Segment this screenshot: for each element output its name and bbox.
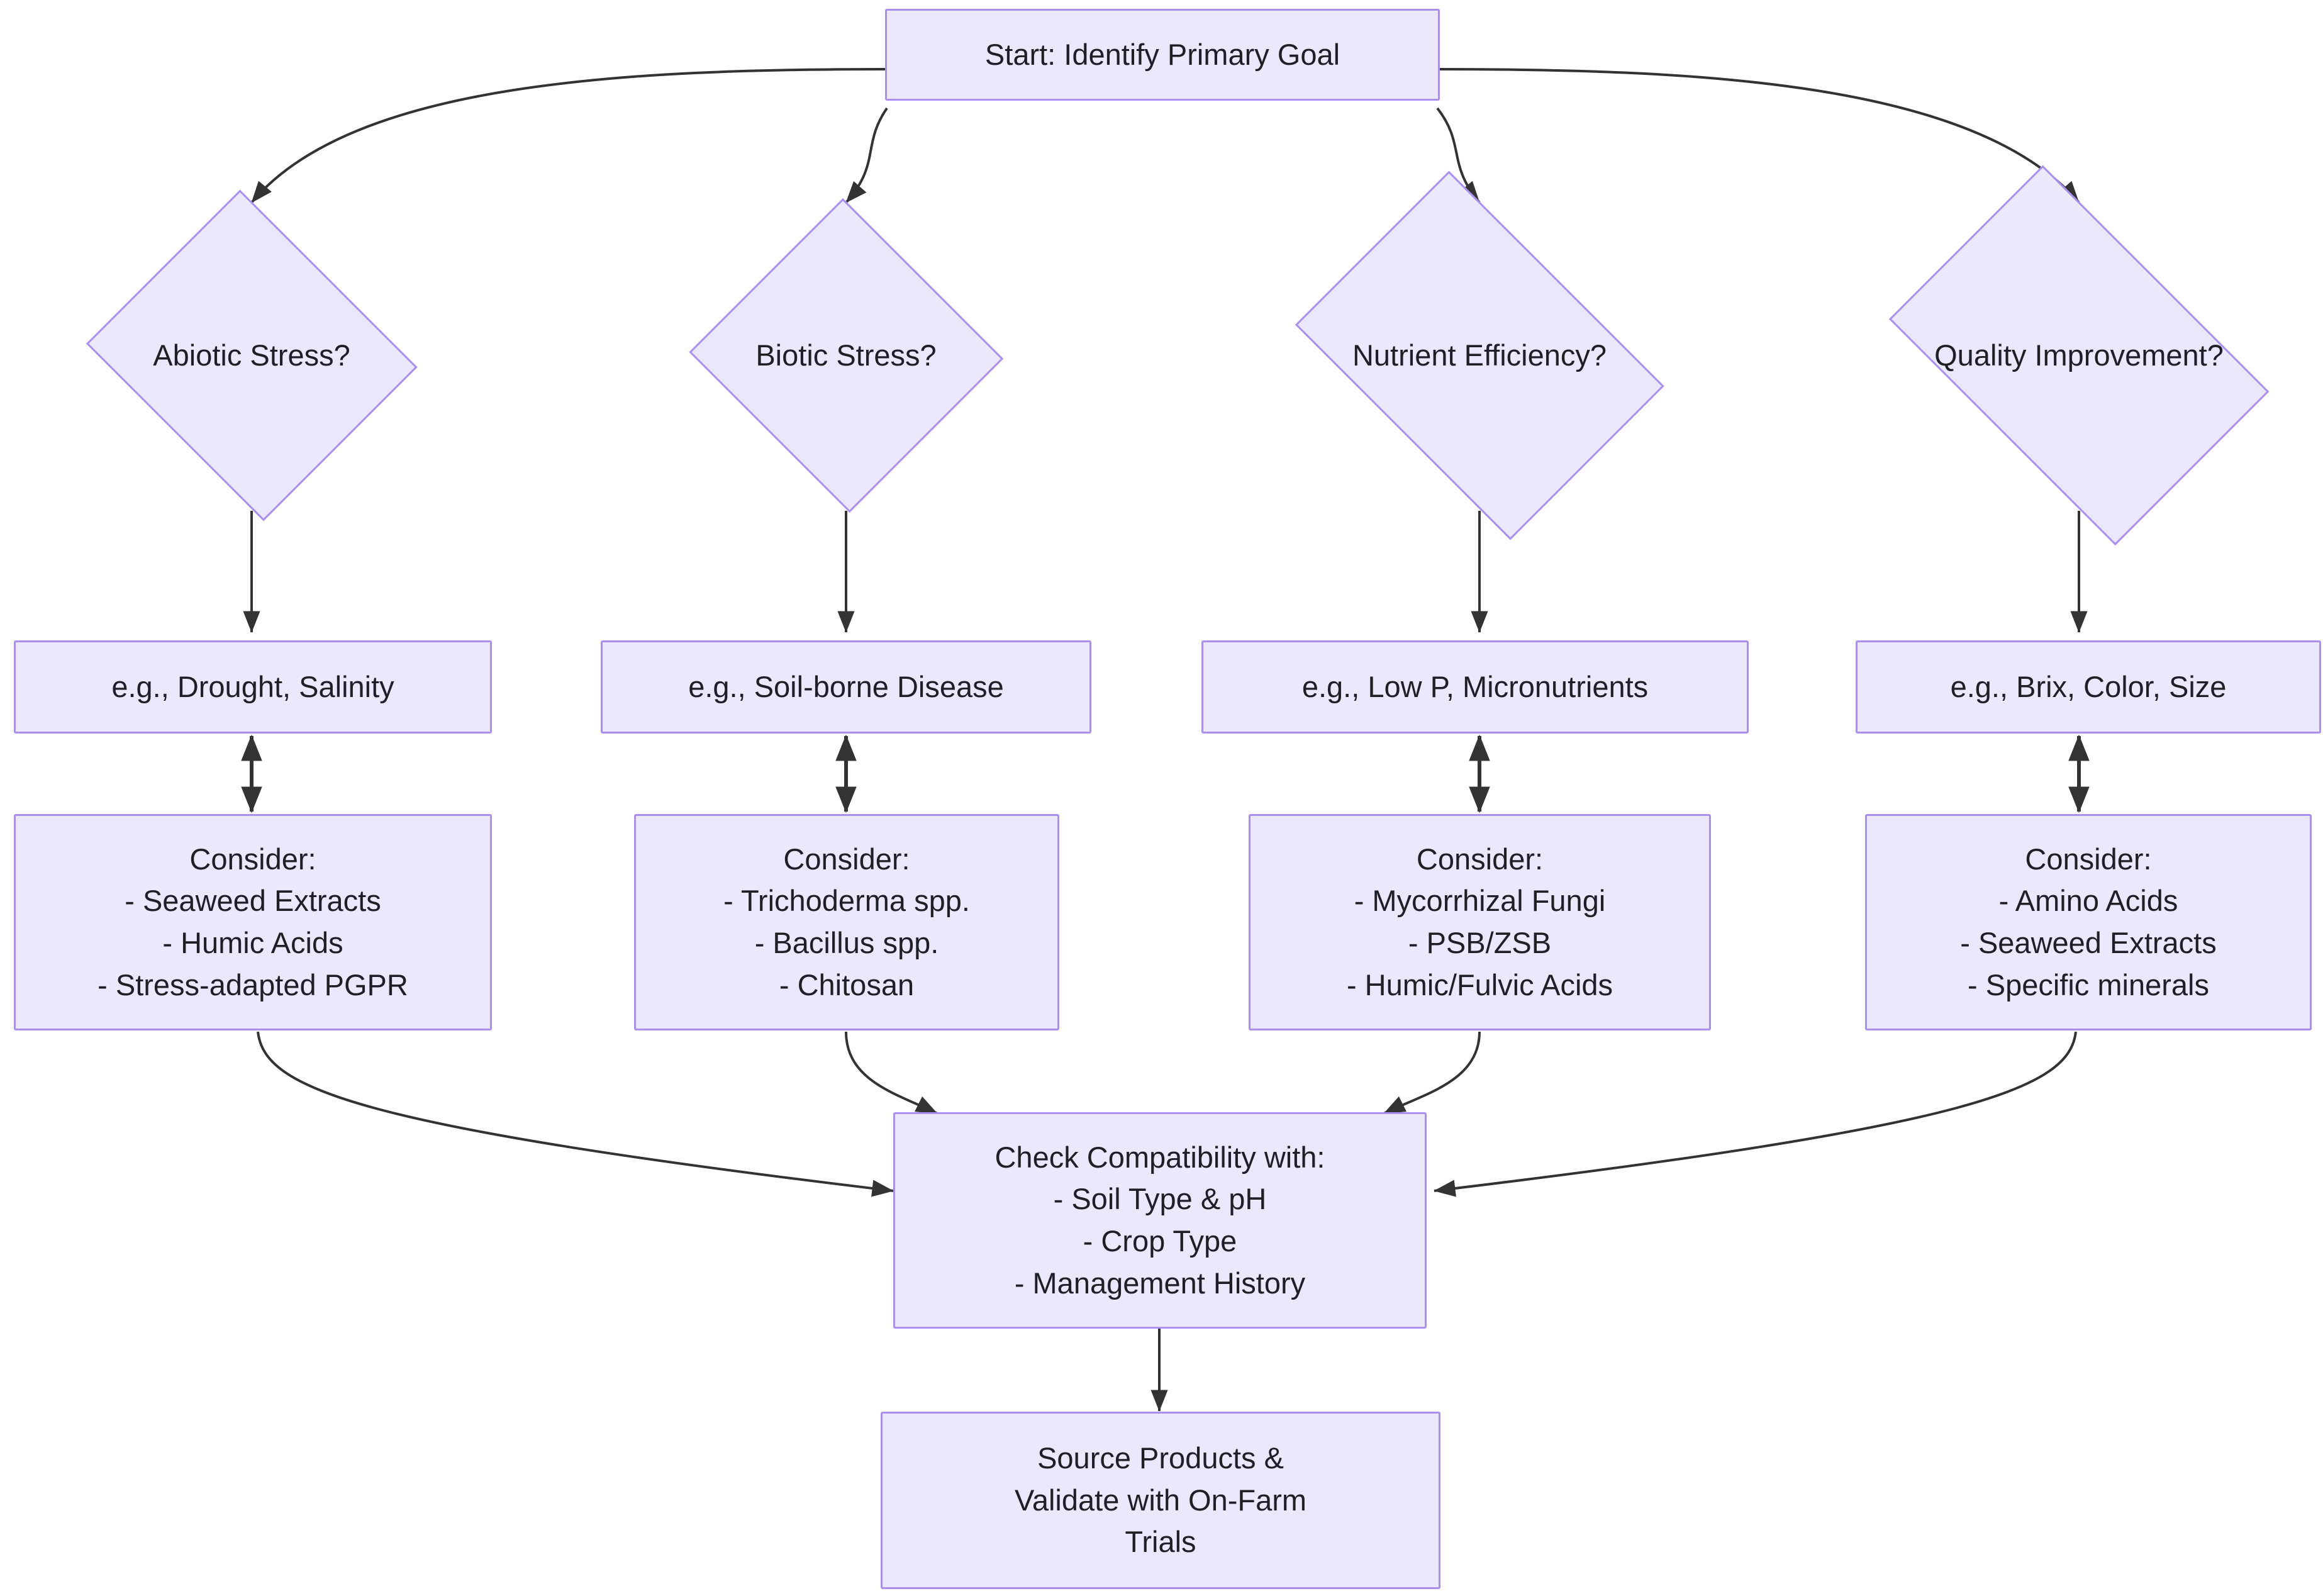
- node-source-validate[interactable]: Source Products & Validate with On-Farm …: [881, 1412, 1440, 1589]
- node-decision-abiotic[interactable]: Abiotic Stress?: [74, 189, 429, 522]
- node-decision-biotic-label: Biotic Stress?: [755, 338, 937, 372]
- edge-con-nutrient-compat: [1383, 1031, 1481, 1115]
- edge-con-quality-compat: [1434, 1031, 2077, 1197]
- node-decision-quality-label: Quality Improvement?: [1934, 338, 2224, 372]
- edge-con-biotic-compat: [845, 1031, 938, 1115]
- node-example-abiotic[interactable]: e.g., Drought, Salinity: [14, 640, 492, 734]
- node-source-validate-label: Source Products & Validate with On-Farm …: [1014, 1441, 1307, 1559]
- node-consider-abiotic[interactable]: Consider: - Seaweed Extracts - Humic Aci…: [14, 814, 492, 1030]
- node-consider-nutrient[interactable]: Consider: - Mycorrhizal Fungi - PSB/ZSB …: [1249, 814, 1711, 1030]
- node-example-abiotic-label: e.g., Drought, Salinity: [111, 669, 394, 703]
- node-decision-biotic[interactable]: Biotic Stress?: [686, 198, 1006, 513]
- node-example-quality-label: e.g., Brix, Color, Size: [1950, 669, 2227, 703]
- node-consider-nutrient-label: Consider: - Mycorrhizal Fungi - PSB/ZSB …: [1346, 842, 1613, 1002]
- edge-start-quality: [1437, 68, 2080, 204]
- node-check-compatibility-label: Check Compatibility with: - Soil Type & …: [994, 1140, 1325, 1300]
- node-decision-nutrient-label: Nutrient Efficiency?: [1352, 338, 1607, 372]
- edge-con-abiotic-compat: [257, 1031, 894, 1197]
- node-consider-abiotic-label: Consider: - Seaweed Extracts - Humic Aci…: [97, 842, 408, 1002]
- node-check-compatibility[interactable]: Check Compatibility with: - Soil Type & …: [893, 1112, 1427, 1329]
- node-example-biotic[interactable]: e.g., Soil-borne Disease: [601, 640, 1091, 734]
- node-example-nutrient[interactable]: e.g., Low P, Micronutrients: [1201, 640, 1749, 734]
- node-consider-quality-label: Consider: - Amino Acids - Seaweed Extrac…: [1960, 842, 2217, 1002]
- node-consider-quality[interactable]: Consider: - Amino Acids - Seaweed Extrac…: [1865, 814, 2312, 1030]
- node-decision-abiotic-label: Abiotic Stress?: [153, 338, 350, 372]
- node-start[interactable]: Start: Identify Primary Goal: [885, 9, 1440, 101]
- node-start-label: Start: Identify Primary Goal: [984, 37, 1340, 71]
- edge-start-biotic: [845, 107, 888, 204]
- edge-start-abiotic: [250, 68, 888, 204]
- node-consider-biotic-label: Consider: - Trichoderma spp. - Bacillus …: [723, 842, 970, 1002]
- node-consider-biotic[interactable]: Consider: - Trichoderma spp. - Bacillus …: [634, 814, 1059, 1030]
- node-decision-nutrient[interactable]: Nutrient Efficiency?: [1264, 170, 1695, 540]
- node-example-nutrient-label: e.g., Low P, Micronutrients: [1301, 669, 1649, 703]
- node-example-quality[interactable]: e.g., Brix, Color, Size: [1856, 640, 2321, 734]
- node-example-biotic-label: e.g., Soil-borne Disease: [688, 669, 1004, 703]
- node-decision-quality[interactable]: Quality Improvement?: [1852, 165, 2305, 546]
